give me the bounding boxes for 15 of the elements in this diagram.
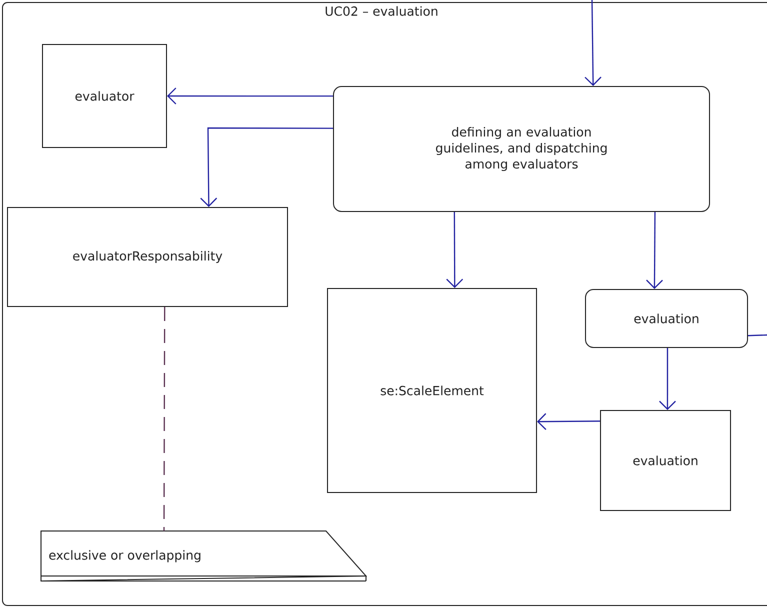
arrow	[584, 0, 602, 86]
connector-line	[748, 334, 767, 336]
action-box: defining an evaluation guidelines, and dispatching among evaluators	[333, 86, 710, 212]
arrow	[167, 88, 334, 104]
action-box: evaluation	[585, 289, 748, 348]
class-box: evaluatorResponsability	[7, 207, 288, 307]
arrow	[646, 212, 663, 289]
class-box: se:ScaleElement	[327, 288, 537, 493]
class-box: evaluator	[42, 44, 167, 148]
arrow	[659, 348, 676, 410]
arrow	[537, 413, 600, 430]
arrow	[446, 212, 464, 288]
arrow	[200, 127, 334, 207]
dashed-line	[163, 307, 166, 531]
class-box: evaluation	[600, 410, 732, 511]
